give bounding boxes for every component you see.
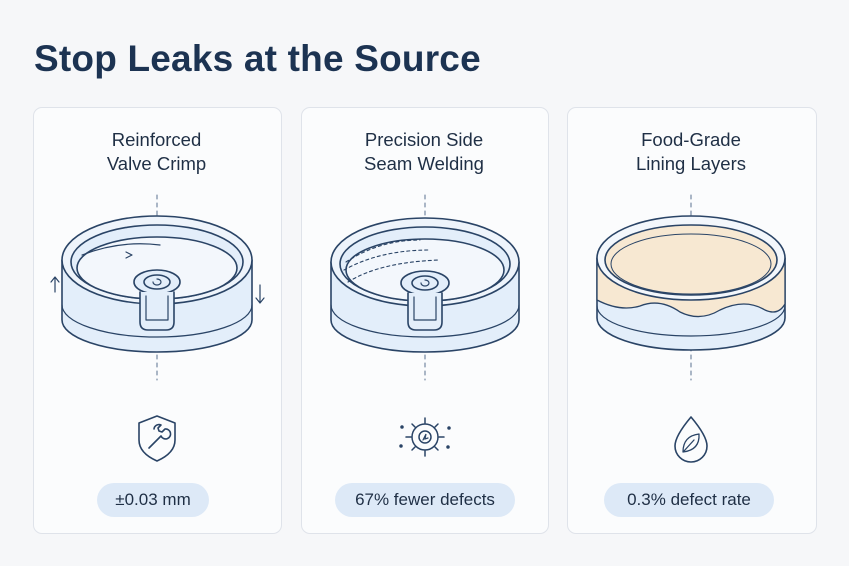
page-title: Stop Leaks at the Source <box>34 38 481 79</box>
card-title-side-seam: Precision Side Seam Welding <box>364 129 484 174</box>
card-title-valve-crimp: Reinforced Valve Crimp <box>106 129 207 174</box>
stat-badge-side-seam: 67% fewer defects <box>335 483 515 517</box>
stat-badge-valve-crimp: ±0.03 mm <box>97 483 209 517</box>
card-title-lining: Food-Grade Lining Layers <box>635 129 747 174</box>
stat-badge-lining: 0.3% defect rate <box>604 483 774 517</box>
